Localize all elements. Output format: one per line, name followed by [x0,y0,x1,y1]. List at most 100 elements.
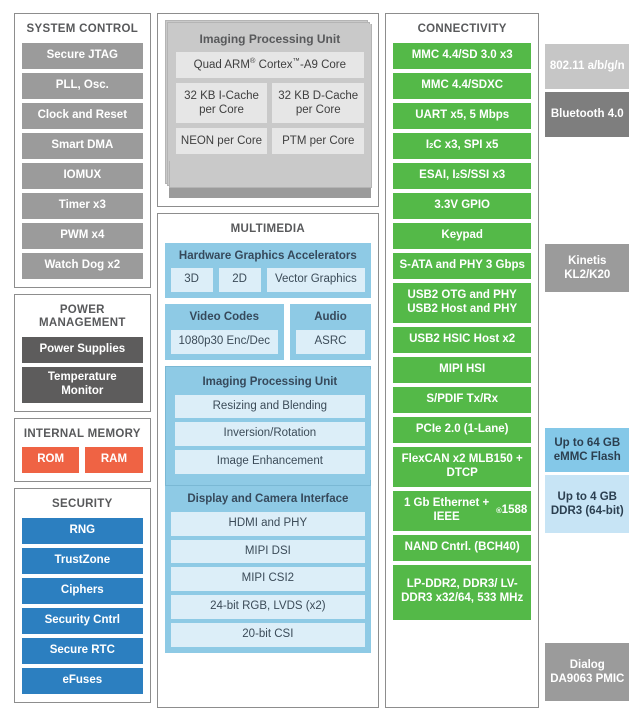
system-control-item-7[interactable]: Watch Dog x2 [22,252,143,279]
system-control-panel: SYSTEM CONTROL Secure JTAG PLL, Osc. Clock… [14,13,151,288]
connectivity-item-7[interactable]: S-ATA and PHY 3 Gbps [393,252,532,279]
cpu-core: Quad ARM® Cortex™-A9 Core [175,52,365,78]
video-codec-items: 1080p30 Enc/Dec [170,329,278,354]
ipu-group: Imaging Processing Unit Resizing and Ble… [168,368,372,480]
connectivity-item-11[interactable]: S/PDIF Tx/Rx [393,386,532,413]
trademark-mark: ™ [292,55,301,65]
display-camera-item-1[interactable]: MIPI DSI [170,539,366,564]
connectivity-item-8[interactable]: USB2 OTG and PHY USB2 Host and PHY [393,282,532,323]
connectivity-items: MMC 4.4/SD 3.0 x3 MMC 4.4/SDXC UART x5, 5 … [393,42,532,620]
connectivity-item-1[interactable]: MMC 4.4/SDXC [393,72,532,99]
system-control-item-1[interactable]: PLL, Osc. [22,72,143,99]
power-management-title: POWER MANAGEMENT [38,303,126,330]
external-component-2[interactable]: Kinetis KL2/K20 [545,244,630,292]
system-control-item-6[interactable]: PWM x4 [22,222,143,249]
connectivity-item-9[interactable]: USB2 HSIC Host x2 [393,326,532,353]
connectivity-item-16[interactable]: LP-DDR2, DDR3/ LV-DDR3 x32/64, 533 MHz [393,564,532,620]
connectivity-item-14[interactable]: 1 Gb Ethernet + IEEE® 1588 [393,490,532,531]
power-management-item-1[interactable]: Temperature Monitor [22,366,143,403]
connectivity-item-6[interactable]: Keypad [393,222,532,249]
ipu-item-2[interactable]: Image Enhancement [174,450,366,474]
display-camera-item-3[interactable]: 24-bit RGB, LVDS (x2) [170,595,366,619]
connectivity-title: CONNECTIVITY [417,23,507,35]
cpu-panel: Imaging Processing Unit Quad ARM® Cortex… [156,13,380,207]
security-item-5[interactable]: eFuses [22,667,143,694]
multimedia-panel: MULTIMEDIA Hardware Graphics Accelerator… [156,213,380,708]
system-control-item-0[interactable]: Secure JTAG [22,42,143,69]
connectivity-item-13[interactable]: FlexCAN x2 MLB150 + DTCP [393,446,532,487]
internal-memory-title: INTERNAL MEMORY [23,427,141,440]
system-control-item-4[interactable]: IOMUX [22,162,143,189]
graphics-accelerator-item-2[interactable]: Vector Graphics [266,268,366,293]
center-column: Imaging Processing Unit Quad ARM® Cortex… [156,13,380,708]
cpu-unit-0[interactable]: NEON per Core [175,128,268,154]
display-camera-item-0[interactable]: HDMI and PHY [170,511,366,536]
external-component-5[interactable]: Dialog DA9063 PMIC [545,643,630,701]
graphics-accelerator-item-1[interactable]: 2D [218,268,261,293]
system-control-item-5[interactable]: Timer x3 [22,192,143,219]
cpu-cache-0[interactable]: 32 KB I-Cache per Core [175,83,268,123]
internal-memory-item-1[interactable]: RAM [85,447,143,474]
power-management-item-0[interactable]: Power Supplies [22,336,143,363]
video-codec-item-0[interactable]: 1080p30 Enc/Dec [170,329,278,354]
cpu-title: Imaging Processing Unit [199,32,341,46]
system-control-title: SYSTEM CONTROL [26,23,139,35]
cpu-unit-1[interactable]: PTM per Core [272,128,365,154]
cpu-cache-1[interactable]: 32 KB D-Cache per Core [272,83,365,123]
external-component-4[interactable]: Up to 4 GB DDR3 (64-bit) [545,475,630,533]
security-item-2[interactable]: Ciphers [22,577,143,604]
video-codec-group: Video Codes 1080p30 Enc/Dec [164,304,284,360]
codec-audio-split: Video Codes 1080p30 Enc/Dec Audio ASRC [164,304,372,360]
display-camera-item-4[interactable]: 20-bit CSI [170,622,366,647]
connectivity-item-10[interactable]: MIPI HSI [393,356,532,383]
cpu-core-label: Quad ARM® Cortex™-A9 Core [193,55,347,71]
connectivity-item-15[interactable]: NAND Cntrl. (BCH40) [393,534,532,561]
security-item-3[interactable]: Security Cntrl [22,607,143,634]
security-item-0[interactable]: RNG [22,517,143,544]
ipu-title: Imaging Processing Unit [202,375,338,388]
audio-items: ASRC [295,329,366,354]
display-camera-title: Display and Camera Interface [187,492,349,505]
internal-memory-item-0[interactable]: ROM [22,447,80,474]
connectivity-item-12[interactable]: PCIe 2.0 (1-Lane) [393,416,532,443]
system-control-item-3[interactable]: Smart DMA [22,132,143,159]
external-component-0[interactable]: 802.11 a/b/g/n [545,44,630,89]
display-camera-item-2[interactable]: MIPI CSI2 [170,567,366,592]
graphics-accelerator-item-0[interactable]: 3D [170,268,213,293]
audio-item-0[interactable]: ASRC [295,329,366,354]
connectivity-item-0[interactable]: MMC 4.4/SD 3.0 x3 [393,42,532,69]
display-camera-group: Display and Camera Interface HDMI and PH… [164,485,372,653]
cpu-card: Imaging Processing Unit Quad ARM® Cortex… [168,24,372,161]
external-component-3[interactable]: Up to 64 GB eMMC Flash [545,428,630,472]
ipu-item-1[interactable]: Inversion/Rotation [174,422,366,447]
ipu-item-0[interactable]: Resizing and Blending [174,394,366,419]
audio-title: Audio [314,311,347,324]
external-component-1[interactable]: Bluetooth 4.0 [545,92,630,137]
security-item-4[interactable]: Secure RTC [22,637,143,664]
connectivity-item-5[interactable]: 3.3V GPIO [393,192,532,219]
security-item-1[interactable]: TrustZone [22,547,143,574]
ipu-wrapper: Imaging Processing Unit Resizing and Ble… [164,365,372,486]
system-control-item-2[interactable]: Clock and Reset [22,102,143,129]
connectivity-item-2[interactable]: UART x5, 5 Mbps [393,102,532,129]
multimedia-title: MULTIMEDIA [230,223,306,235]
display-camera-items: HDMI and PHY MIPI DSI MIPI CSI2 24-bit RGB,… [170,511,366,647]
